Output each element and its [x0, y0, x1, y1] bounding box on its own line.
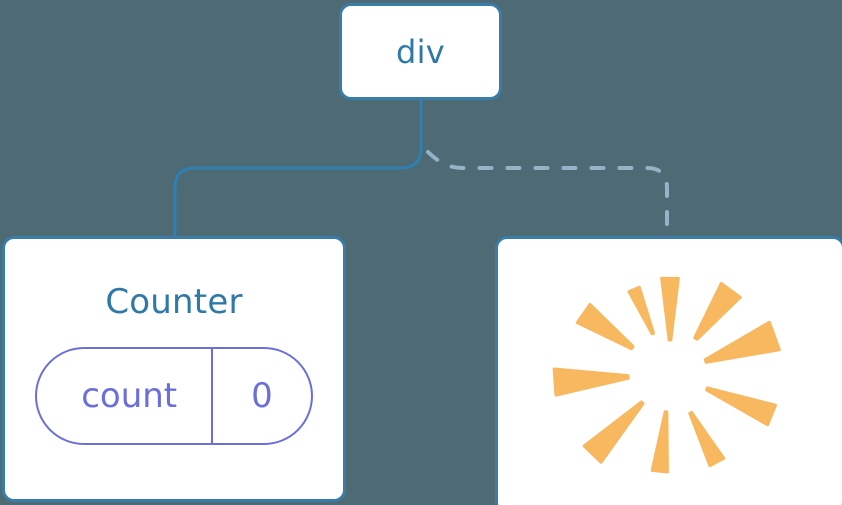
burst-ray-0: [660, 276, 680, 342]
state-pill-count[interactable]: count 0: [35, 347, 313, 445]
burst-ray-3: [705, 386, 777, 427]
edge-div-to-counter: [173, 98, 423, 240]
state-key: count: [81, 376, 178, 416]
state-value: 0: [211, 349, 311, 443]
node-counter-label: Counter: [105, 282, 243, 322]
burst-ray-9: [627, 285, 655, 336]
burst-ray-7: [552, 367, 630, 397]
node-counter[interactable]: Counter count 0: [2, 236, 346, 502]
node-div[interactable]: div: [339, 3, 502, 100]
sparkle-burst-icon: [552, 276, 781, 474]
burst-ray-1: [693, 281, 742, 341]
burst-ray-5: [650, 410, 669, 474]
burst-ray-2: [703, 320, 781, 364]
node-div-label: div: [395, 32, 446, 71]
node-burst[interactable]: [495, 236, 842, 505]
burst-ray-8: [575, 302, 635, 351]
burst-ray-6: [582, 400, 645, 464]
burst-ray-4: [688, 410, 726, 468]
edge-div-to-burst: [426, 150, 669, 242]
